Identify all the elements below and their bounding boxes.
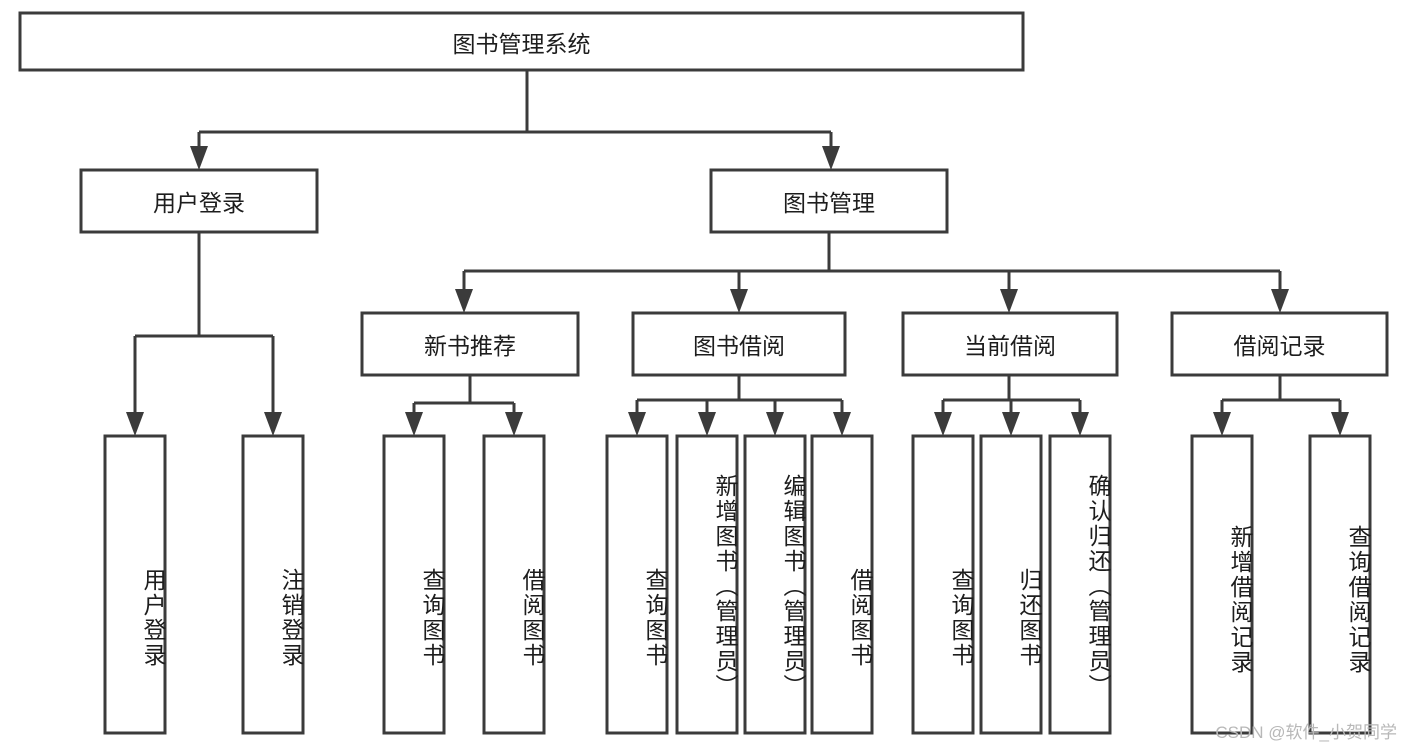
node-box-leaf-query-book-2[interactable] [605,434,669,735]
node-box-leaf-user-login[interactable] [103,434,167,735]
arrow-to-leaf-add-book [698,412,716,436]
node-label-leaf-add-borrow-record: 新增借阅记录 [1227,524,1253,675]
node-label-leaf-borrow-book-2: 借阅图书 [847,567,873,668]
node-label-root: 图书管理系统 [452,30,591,57]
node-label-leaf-borrow-book-1: 借阅图书 [519,567,545,668]
node-label-leaf-user-login: 用户登录 [140,567,166,668]
node-label-leaf-query-borrow-record: 查询借阅记录 [1345,524,1371,675]
arrow-to-current-borrow [1000,289,1018,313]
arrow-to-leaf-query-book-1 [405,412,423,436]
node-label-borrow-record: 借阅记录 [1233,333,1326,359]
node-label-leaf-query-book-2: 查询图书 [642,567,668,668]
arrow-to-leaf-return-book [1002,412,1020,436]
node-label-leaf-return-book: 归还图书 [1016,567,1042,668]
node-label-new-book-recommend: 新书推荐 [424,333,516,359]
node-box-leaf-add-borrow-record[interactable] [1190,434,1254,735]
node-box-leaf-query-borrow-record[interactable] [1308,434,1372,735]
arrow-to-borrow-record [1271,289,1289,313]
node-box-book-manage[interactable] [709,168,949,234]
node-box-leaf-query-book-3[interactable] [911,434,975,735]
node-label-leaf-confirm-return: 确认归还（管理员） [1085,473,1111,699]
node-box-leaf-borrow-book-1[interactable] [482,434,546,735]
arrow-to-book-borrow [730,289,748,313]
arrow-to-leaf-confirm-return [1071,412,1089,436]
node-box-current-borrow[interactable] [901,311,1119,377]
node-label-leaf-add-book: 新增图书（管理员） [712,473,738,699]
arrow-to-leaf-borrow-book-2 [833,412,851,436]
node-box-root[interactable] [18,11,1025,72]
node-label-current-borrow: 当前借阅 [964,333,1056,359]
node-box-borrow-record[interactable] [1170,311,1389,377]
arrow-to-leaf-query-book-2 [628,412,646,436]
node-box-new-book-recommend[interactable] [360,311,580,377]
arrow-to-leaf-borrow-book-1 [505,412,523,436]
arrow-to-leaf-user-login [126,412,144,436]
node-label-user-login: 用户登录 [153,190,245,216]
node-box-leaf-borrow-book-2[interactable] [810,434,874,735]
node-label-leaf-logout-login: 注销登录 [278,567,304,668]
node-label-book-borrow: 图书借阅 [693,333,785,359]
node-label-book-manage: 图书管理 [783,190,875,216]
node-box-book-borrow[interactable] [631,311,847,377]
node-label-leaf-query-book-1: 查询图书 [419,567,445,668]
arrow-to-leaf-add-borrow-record [1213,412,1231,436]
csdn-watermark: CSDN @软件_小贺同学 [1215,723,1397,742]
node-label-leaf-edit-book: 编辑图书（管理员） [780,473,806,699]
arrow-to-leaf-query-book-3 [934,412,952,436]
node-label-leaf-query-book-3: 查询图书 [948,567,974,668]
arrow-root-to-book-manage [822,146,840,170]
arrow-root-to-user-login [190,146,208,170]
arrow-to-new-book-recommend [455,289,473,313]
node-box-leaf-edit-book[interactable] [743,434,807,735]
node-box-leaf-query-book-1[interactable] [382,434,446,735]
node-box-leaf-confirm-return[interactable] [1048,434,1112,735]
arrow-to-leaf-edit-book [766,412,784,436]
arrow-to-leaf-logout-login [264,412,282,436]
connector-group [126,70,1349,436]
node-box-leaf-logout-login[interactable] [241,434,305,735]
arrow-to-leaf-query-borrow-record [1331,412,1349,436]
node-box-user-login[interactable] [79,168,319,234]
node-box-leaf-return-book[interactable] [979,434,1043,735]
node-box-leaf-add-book[interactable] [675,434,739,735]
